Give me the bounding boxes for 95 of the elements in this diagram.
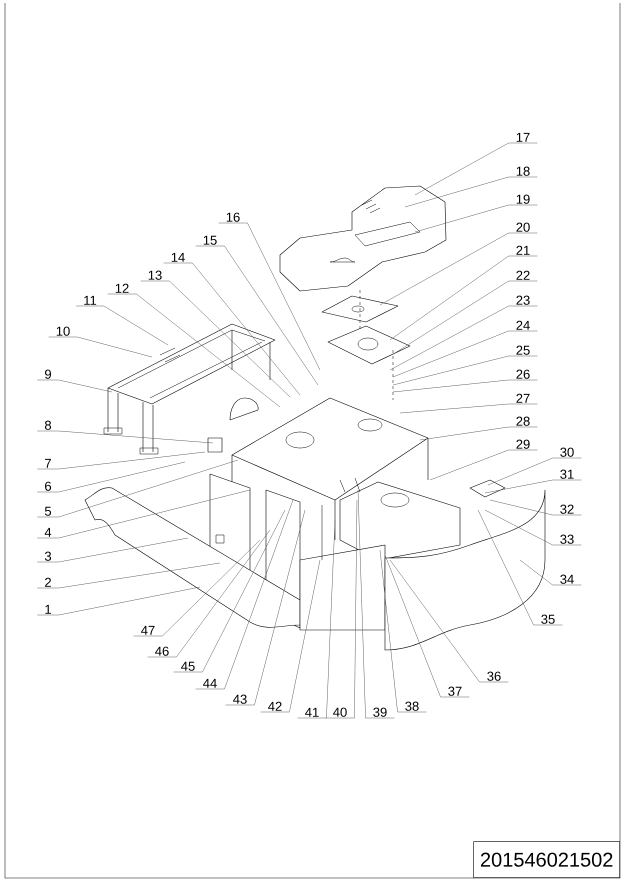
callout-number: 18: [516, 166, 530, 176]
callout-number: 33: [560, 534, 574, 544]
callout-number: 45: [181, 662, 195, 671]
leader-line: [520, 560, 582, 586]
callout-number: 2: [45, 578, 51, 587]
callout-number: 42: [268, 702, 282, 711]
callout-number: 12: [116, 284, 129, 293]
callout-number: 44: [203, 678, 217, 688]
callout-number: 22: [516, 270, 530, 280]
leader-line: [218, 222, 320, 370]
callout-number: 9: [45, 370, 51, 379]
callout-number: 27: [516, 394, 530, 403]
callout-number: 7: [45, 458, 51, 468]
leader-line: [133, 540, 260, 636]
leader-line: [390, 306, 538, 370]
leader-line: [404, 176, 538, 208]
leader-line: [195, 500, 294, 690]
leader-line: [392, 330, 538, 378]
callout-number: 29: [516, 440, 530, 449]
drawing-number: 201546021502: [473, 841, 620, 878]
leader-line: [36, 380, 112, 392]
leader-line: [173, 510, 286, 672]
leader-line: [195, 246, 318, 386]
callout-number: 32: [560, 504, 574, 514]
callout-number: 28: [516, 416, 530, 426]
leader-line: [107, 294, 280, 408]
callout-number: 17: [516, 132, 530, 142]
leader-line: [384, 554, 470, 698]
leader-line: [358, 490, 395, 718]
leader-line: [36, 538, 188, 562]
callout-number: 24: [516, 320, 530, 330]
leader-line: [36, 462, 186, 492]
callout-number: 6: [45, 482, 52, 491]
callout-number: 20: [516, 222, 530, 232]
leader-line: [48, 336, 152, 358]
leader-line: [390, 560, 509, 682]
callout-number: 10: [56, 326, 70, 336]
leader-line: [478, 510, 563, 626]
callout-number: 3: [44, 552, 52, 561]
callout-number: 36: [487, 672, 501, 681]
leader-line: [380, 550, 427, 712]
leader-line: [325, 500, 358, 718]
leader-line: [36, 586, 200, 616]
leader-line: [260, 560, 320, 712]
callout-number: 25: [516, 346, 530, 355]
callout-number: 31: [560, 470, 574, 479]
callout-number: 14: [172, 252, 185, 262]
callout-number: 23: [516, 296, 530, 305]
leader-line: [36, 430, 214, 444]
callout-number: 43: [233, 694, 247, 704]
leader-line: [225, 510, 306, 706]
callout-number: 40: [333, 708, 347, 717]
leader-line: [420, 426, 538, 440]
leader-line: [36, 460, 238, 518]
leader-line: [390, 256, 538, 340]
callout-number: 5: [44, 506, 52, 516]
callout-number: 47: [141, 626, 155, 635]
leader-line: [76, 306, 168, 346]
callout-number: 21: [516, 246, 530, 255]
leader-line: [414, 204, 538, 232]
callout-number: 41: [305, 708, 319, 717]
callout-number: 1: [45, 604, 51, 614]
leader-line: [414, 142, 538, 196]
leader-line: [36, 490, 250, 538]
callout-number: 11: [84, 296, 96, 305]
callout-number: 34: [560, 574, 574, 584]
callout-number: 13: [148, 270, 162, 280]
callout-number: 16: [226, 212, 240, 222]
leader-line: [484, 480, 582, 494]
leader-line: [392, 356, 538, 386]
callout-number: 37: [448, 686, 462, 696]
leader-line: [297, 520, 336, 718]
callout-number: 46: [155, 646, 169, 656]
leader-line: [394, 280, 538, 354]
leader-line: [400, 404, 538, 414]
callout-number: 8: [44, 420, 52, 430]
callout-number: 30: [560, 448, 574, 457]
leader-line: [147, 530, 270, 658]
leader-line: [380, 232, 538, 306]
leader-line: [484, 510, 582, 546]
leader-line: [430, 450, 538, 480]
callout-number: 26: [516, 370, 530, 379]
callout-number: 4: [44, 528, 52, 537]
leader-line: [36, 562, 220, 588]
callout-number: 39: [373, 708, 387, 717]
leader-line: [490, 500, 582, 516]
leader-line: [140, 280, 290, 398]
callout-number: 35: [541, 614, 555, 624]
leader-line: [36, 452, 206, 470]
leader-line: [163, 262, 300, 396]
leader-line: [392, 380, 538, 392]
callout-number: 38: [405, 702, 419, 711]
leader-line: [488, 458, 582, 486]
callout-number: 19: [516, 194, 530, 204]
callout-number: 15: [204, 236, 217, 245]
